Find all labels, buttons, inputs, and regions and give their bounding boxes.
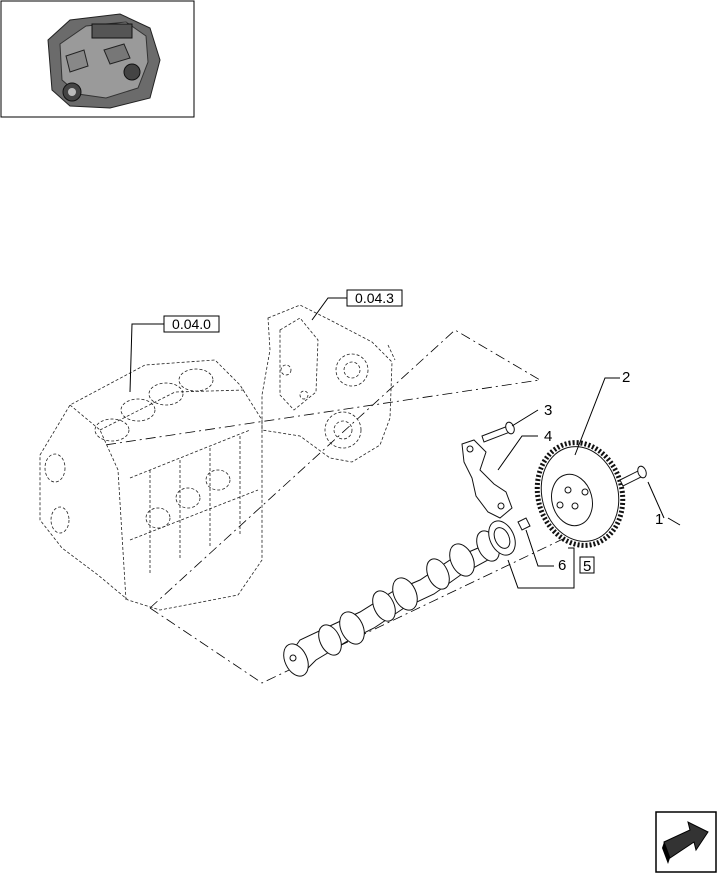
callout-4: 4 — [544, 428, 552, 445]
reference-block-label: 0.04.0 — [172, 316, 211, 332]
reference-cover: 0.04.3 — [346, 289, 403, 307]
engine-thumbnail-icon — [47, 13, 161, 109]
callout-2: 2 — [622, 369, 630, 386]
engine-block-drawing — [39, 359, 263, 611]
engine-thumbnail — [0, 0, 195, 118]
next-page-arrow-icon — [662, 821, 709, 864]
callout-5: 5 — [583, 558, 591, 575]
callout-6: 6 — [558, 557, 566, 574]
thrust-plate-drawing — [461, 439, 513, 519]
camshaft-gear-drawing — [534, 440, 626, 548]
callout-1: 1 — [655, 511, 663, 528]
leader-lines — [129, 297, 681, 589]
callout-3: 3 — [544, 402, 552, 419]
key-pin-drawing — [517, 517, 531, 531]
reference-cover-label: 0.04.3 — [355, 290, 394, 306]
screw-3-drawing — [481, 421, 515, 443]
assembly-guide-lines — [104, 329, 566, 684]
reference-block: 0.04.0 — [163, 315, 220, 333]
screw-1-drawing — [619, 465, 647, 487]
callout-5-box: 5 — [579, 556, 595, 575]
timing-cover-drawing — [261, 304, 396, 463]
next-page-button[interactable] — [655, 811, 717, 873]
camshaft-drawing — [283, 520, 516, 677]
